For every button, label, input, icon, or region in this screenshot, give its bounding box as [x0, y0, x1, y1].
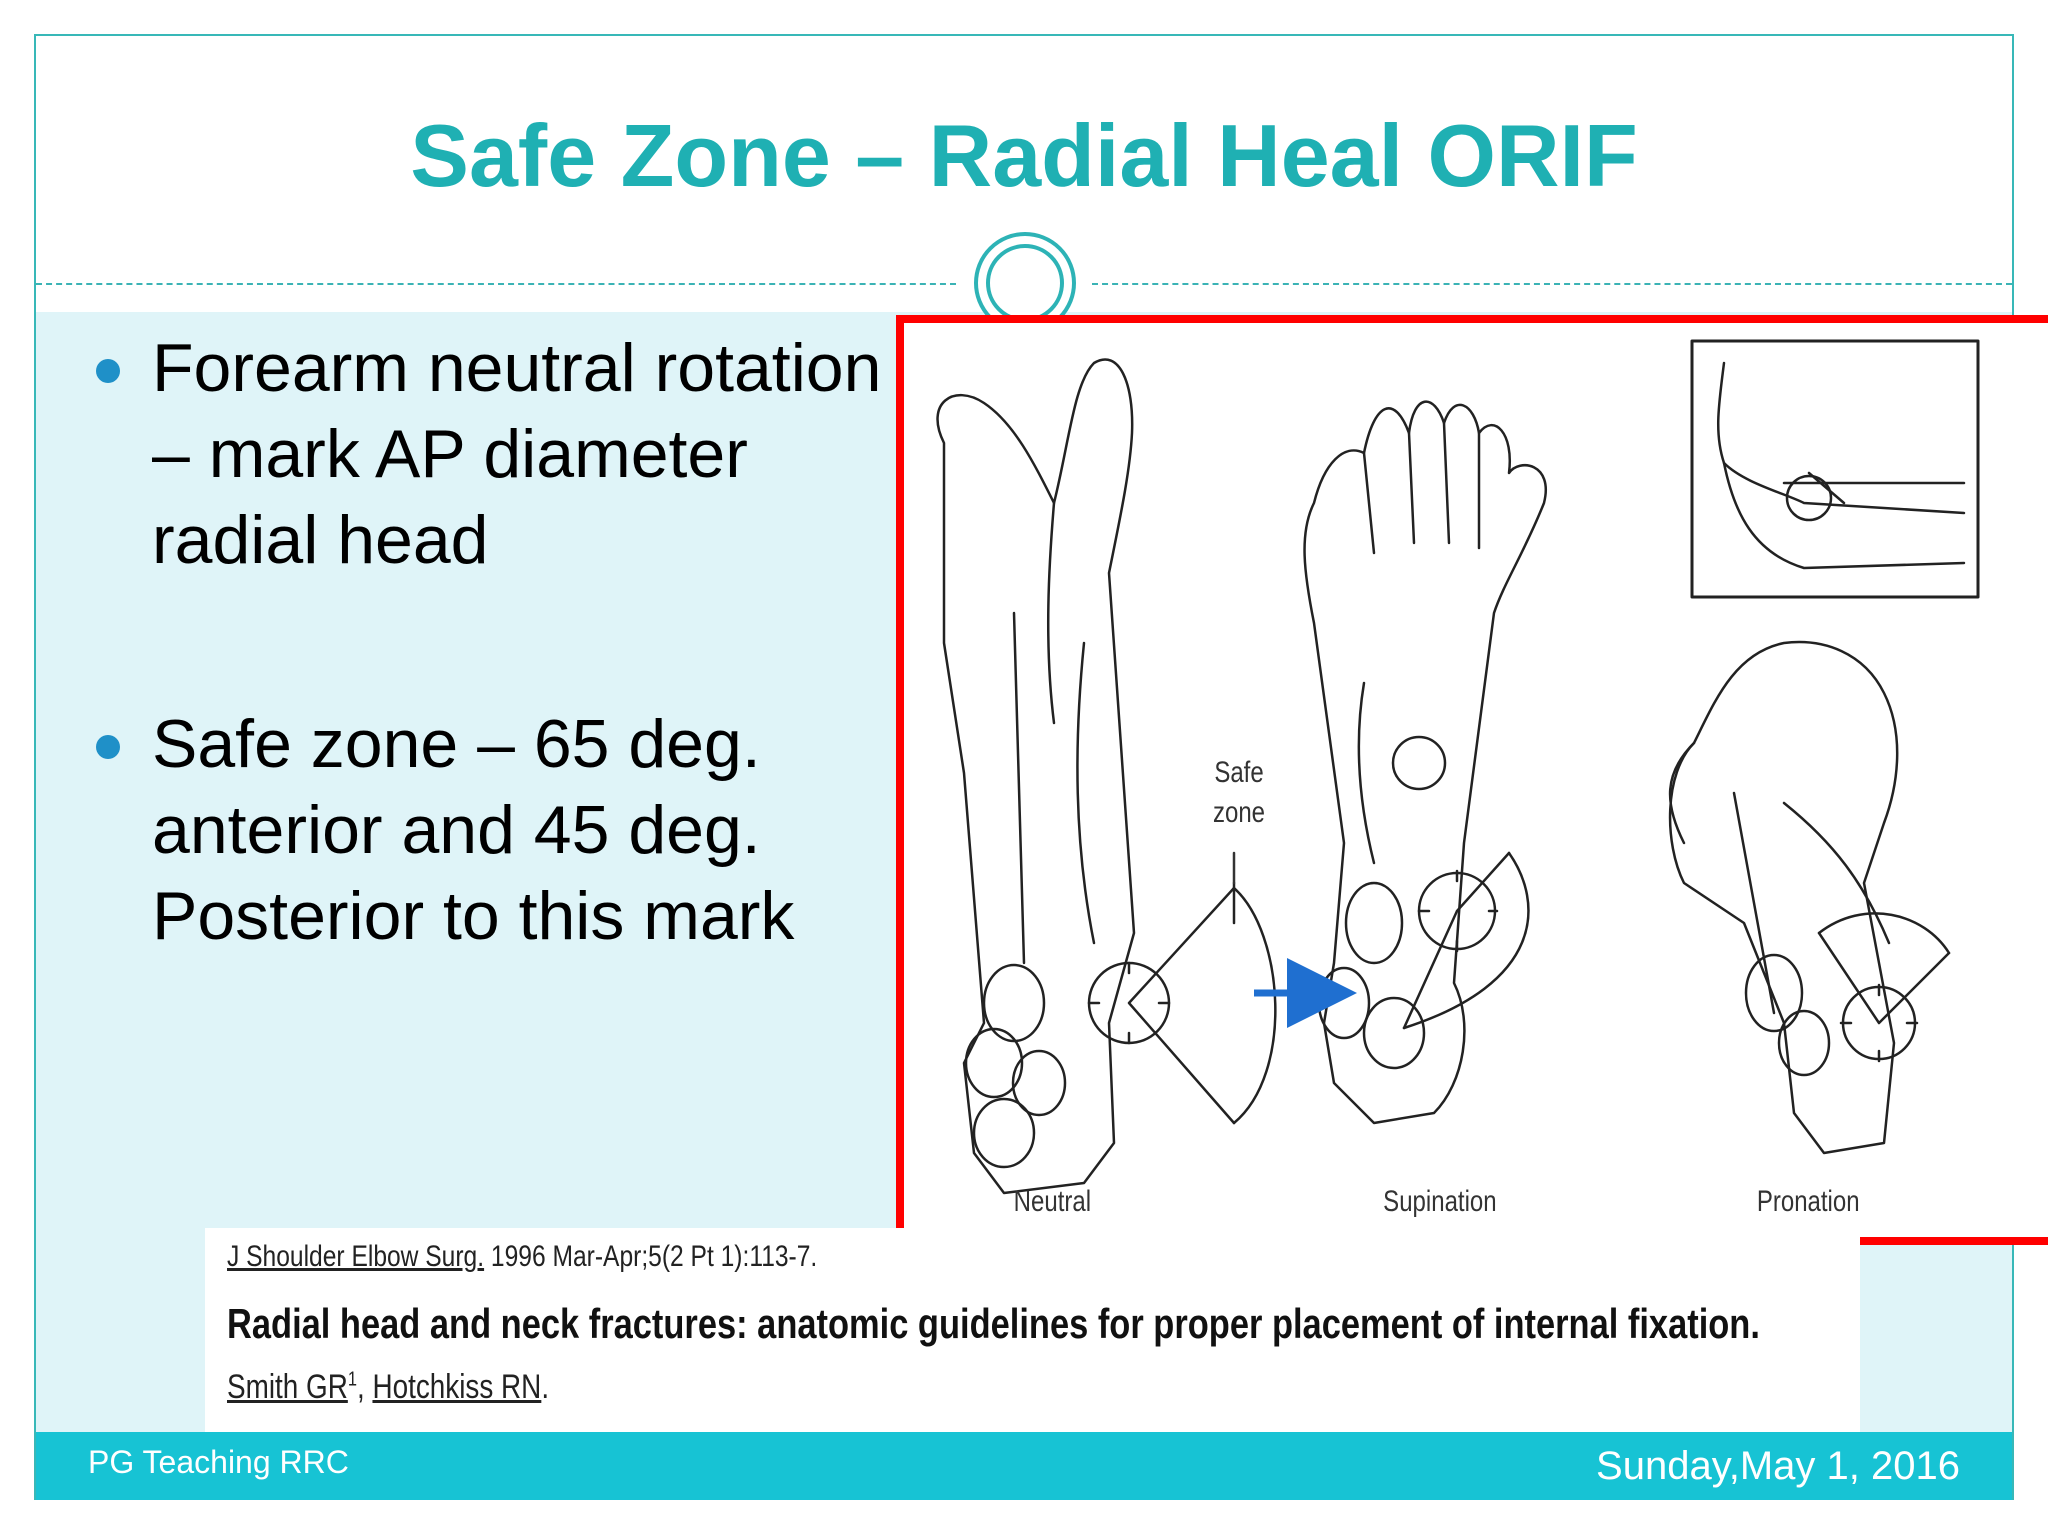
bullet-dot-icon [96, 359, 120, 383]
bullet-text: Safe zone – 65 deg. anterior and 45 deg.… [152, 706, 795, 954]
journal-link[interactable]: J Shoulder Elbow Surg. [227, 1240, 485, 1273]
citation-issue: 1996 Mar-Apr;5(2 Pt 1):113-7. [490, 1240, 818, 1273]
bullet-text: Forearm neutral rotation – mark AP diame… [152, 330, 882, 578]
pronation-forearm-drawing [1668, 640, 1951, 1155]
title-divider-right [1092, 283, 2012, 285]
slide-title: Safe Zone – Radial Heal ORIF [410, 106, 1638, 205]
citation-source: J Shoulder Elbow Surg. 1996 Mar-Apr;5(2 … [227, 1240, 817, 1274]
title-divider-left [36, 283, 956, 285]
anatomy-figure: Safe zone Neutral Supination Pronation [896, 315, 2048, 1245]
supination-label: Supination [1383, 1185, 1497, 1218]
safe-zone-label: Safe zone [1212, 756, 1266, 829]
slide-footer: PG Teaching RRC Sunday,May 1, 2016 [36, 1432, 2012, 1500]
citation-box: J Shoulder Elbow Surg. 1996 Mar-Apr;5(2 … [205, 1228, 1860, 1458]
elbow-inset-drawing [1690, 339, 1980, 599]
citation-authors: Smith GR1, Hotchkiss RN. [227, 1368, 549, 1407]
footer-date: Sunday,May 1, 2016 [1596, 1444, 1960, 1488]
author-affiliation-mark: 1 [347, 1368, 357, 1391]
footer-left-text: PG Teaching RRC [88, 1444, 349, 1480]
bullet-item: Forearm neutral rotation – mark AP diame… [90, 325, 920, 583]
author-link[interactable]: Hotchkiss RN [372, 1368, 542, 1406]
bullet-item: Safe zone – 65 deg. anterior and 45 deg.… [90, 701, 920, 959]
author-link[interactable]: Smith GR [227, 1368, 348, 1406]
citation-title: Radial head and neck fractures: anatomic… [227, 1300, 1760, 1347]
neutral-forearm-drawing [936, 358, 1277, 1195]
bullet-dot-icon [96, 735, 120, 759]
citation-end: . [541, 1368, 550, 1406]
supination-forearm-drawing [1303, 400, 1547, 1125]
pronation-label: Pronation [1756, 1185, 1860, 1218]
author-separator: , [356, 1368, 365, 1406]
neutral-label: Neutral [1013, 1185, 1092, 1218]
forearm-illustration [936, 339, 1980, 1195]
bullet-list: Forearm neutral rotation – mark AP diame… [90, 325, 920, 1077]
